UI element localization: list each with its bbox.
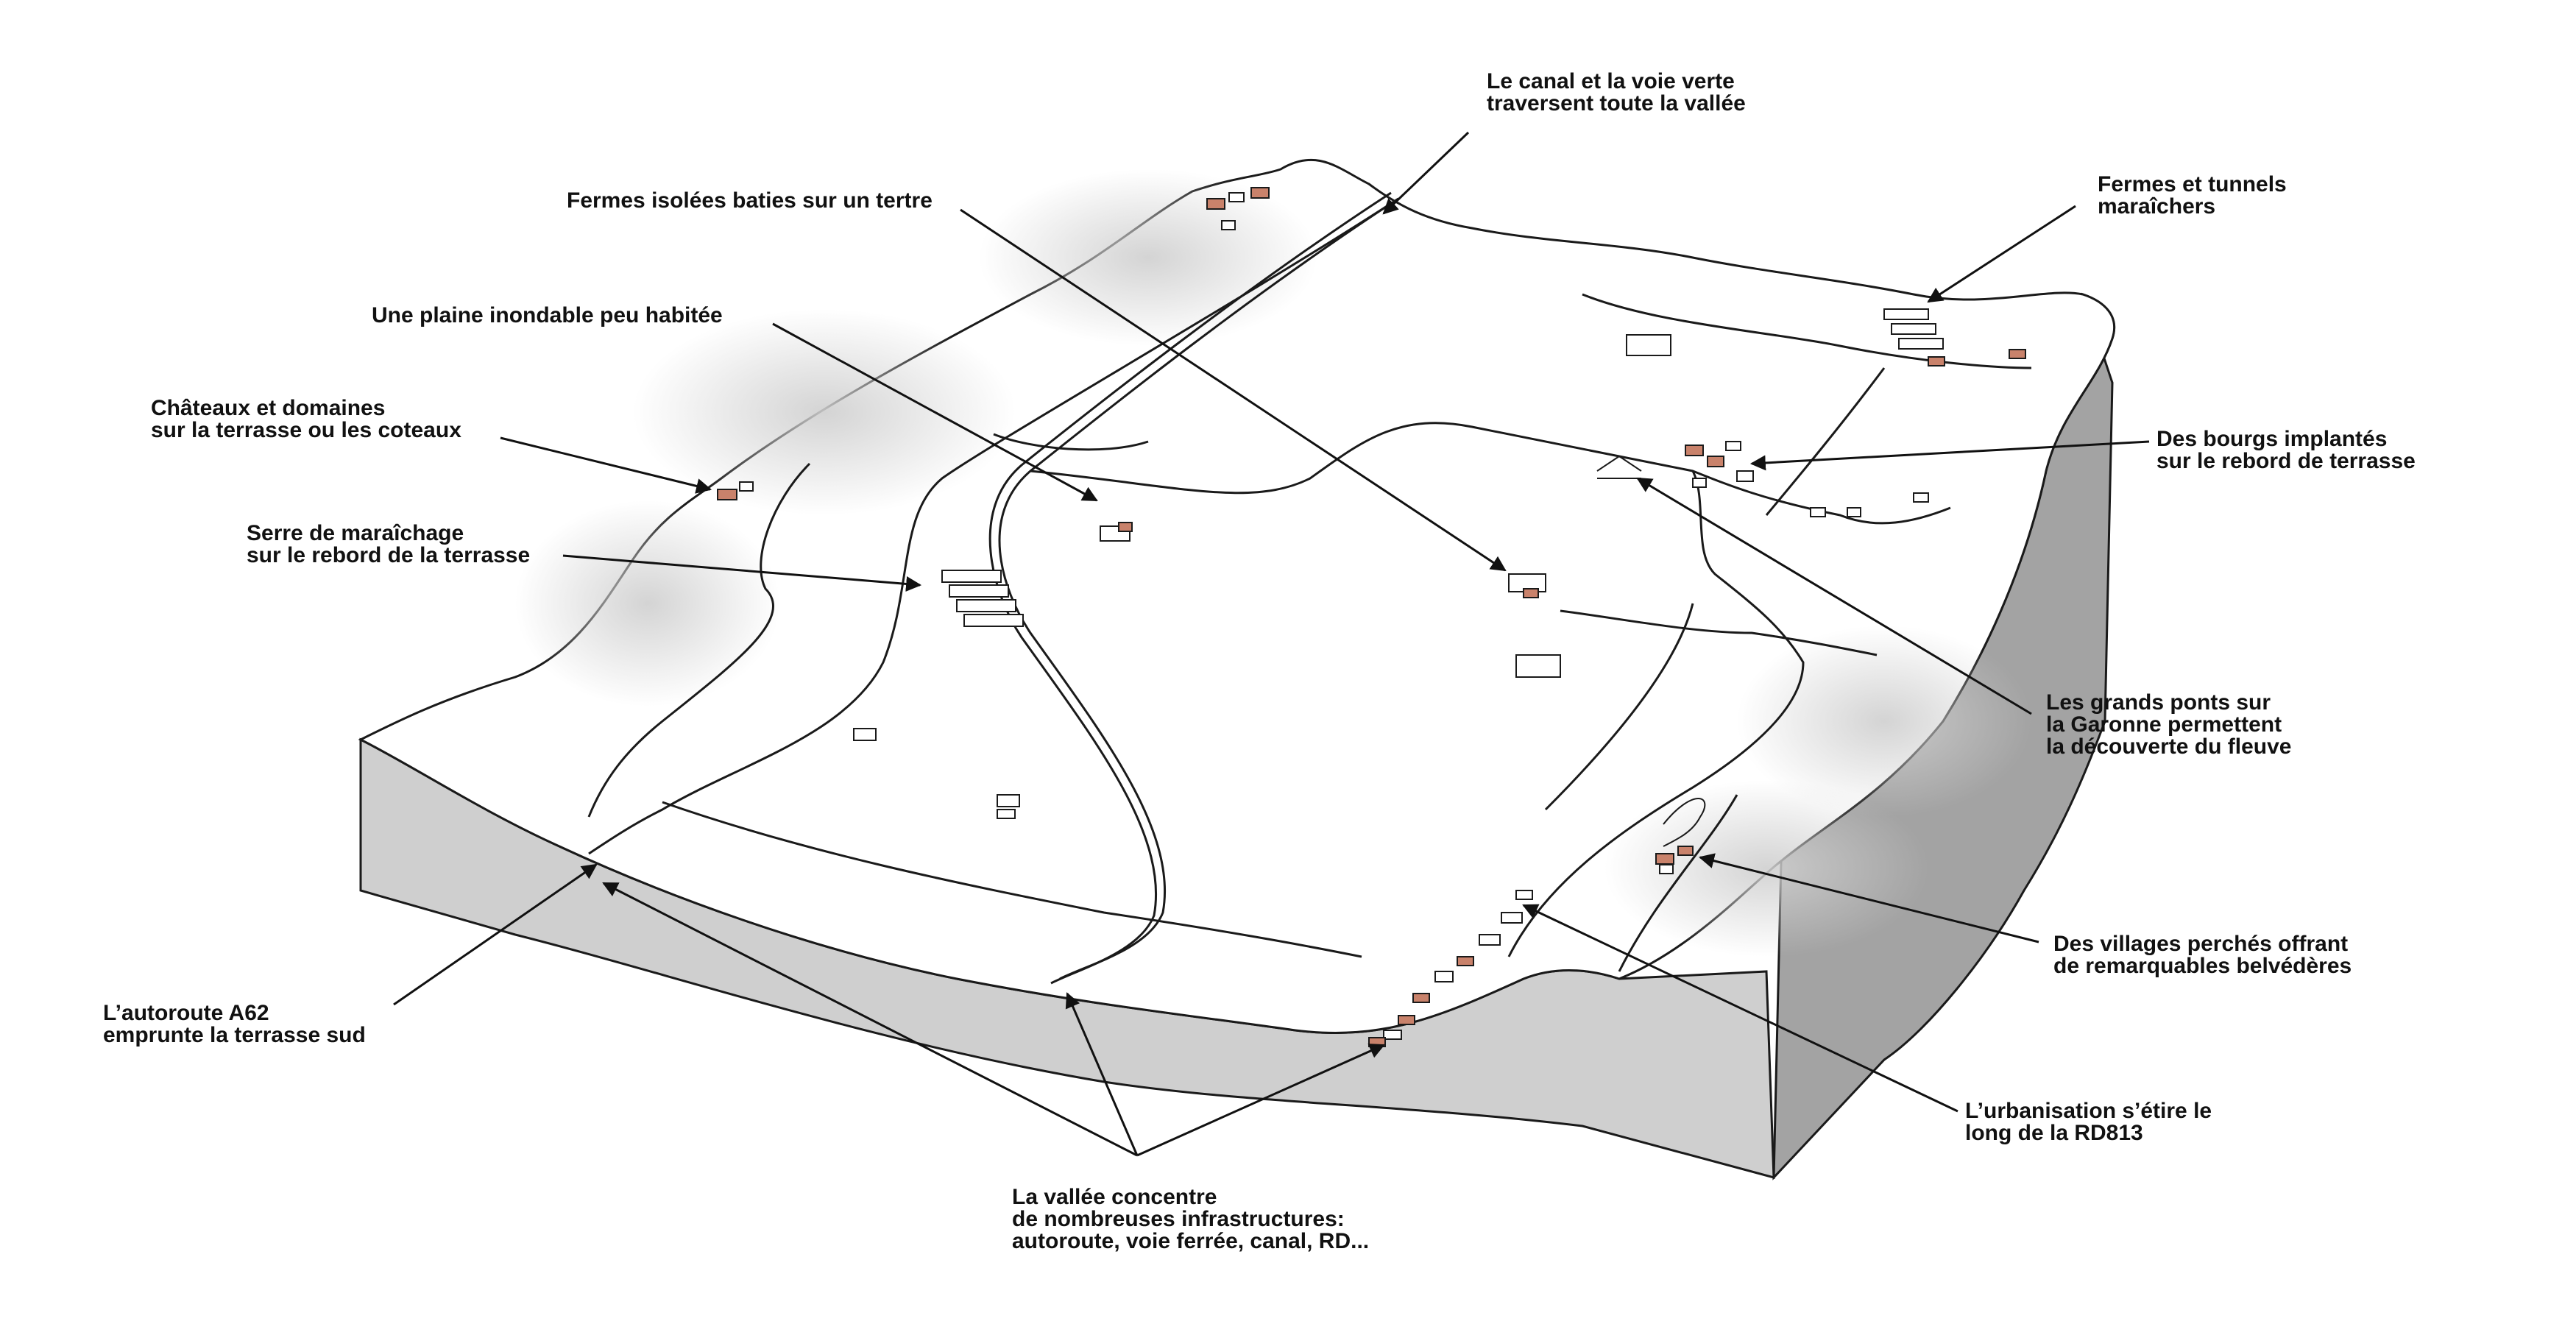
leader-canal (1382, 131, 1470, 215)
label-plaine: Une plaine inondable peu habitée (372, 303, 723, 327)
leader-vallee-2 (1065, 992, 1139, 1156)
bourg-terrace (1685, 441, 1929, 517)
leader-vallee-1 (602, 882, 1138, 1157)
leader-fermes-tertre (960, 208, 1507, 572)
leader-urbanisation (1522, 904, 1958, 1113)
leader-villages (1698, 853, 2039, 943)
leader-chateaux (500, 436, 712, 494)
urban-strip-rd813 (1368, 890, 1533, 1047)
greenhouses (941, 570, 1024, 627)
hill-shade-nw (633, 309, 1016, 515)
farm-tertre (1508, 573, 1561, 678)
market-garden-tunnels (1883, 308, 2026, 366)
farm-north (1626, 334, 1671, 356)
leader-autoroute (393, 863, 598, 1006)
village-perched (1655, 798, 1706, 874)
leader-bourgs (1749, 440, 2150, 471)
bridge (1596, 455, 1642, 479)
leader-ponts (1636, 477, 2032, 715)
hill-shade-east (1737, 626, 2031, 817)
leader-plaine (772, 322, 1098, 502)
settlement-north (1206, 187, 1270, 230)
roads (587, 191, 2032, 985)
farm-floodplain (1100, 522, 1133, 542)
hill-shade-se (1604, 780, 1928, 957)
chateau-west (717, 481, 754, 500)
hill-shade-west (515, 500, 780, 707)
leader-vallee-3 (1136, 1044, 1385, 1157)
leader-lines (393, 131, 2150, 1157)
label-fermes-tertre: Fermes isolées baties sur un tertre (567, 188, 933, 213)
leader-serre (562, 554, 922, 592)
scattered-farms (853, 728, 1020, 819)
leader-fermes-tunnels (1927, 205, 2076, 303)
